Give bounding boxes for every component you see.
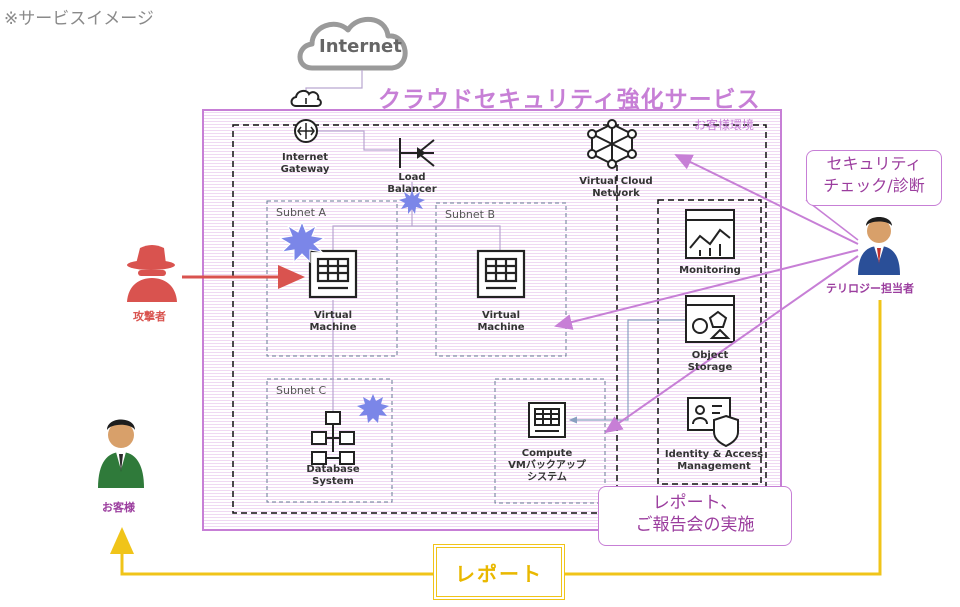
vm-b-label: Virtual Machine	[477, 310, 525, 333]
vcn-icon	[587, 119, 637, 169]
threat-burst-db-icon	[357, 394, 389, 423]
subnet-b-box	[435, 202, 567, 357]
operator-avatar	[858, 217, 900, 275]
compute-backup-label: Compute VMバックアップ システム	[508, 448, 586, 483]
check-arrow-vcn	[674, 154, 859, 245]
database-label: Database System	[306, 464, 360, 487]
load-balancer-icon	[399, 138, 435, 168]
environment-label: お客様環境	[694, 118, 755, 132]
vm-link	[332, 225, 501, 250]
attacker-icon	[127, 245, 177, 302]
operator-label: テリロジー担当者	[826, 282, 914, 295]
monitoring-icon	[685, 209, 735, 259]
attacker-label: 攻撃者	[133, 310, 166, 323]
database-icon	[311, 411, 355, 465]
service-image-note: ※サービスイメージ	[4, 9, 154, 29]
vm-a-icon	[308, 249, 358, 299]
monitoring-label: Monitoring	[679, 265, 741, 276]
services-panel	[657, 199, 762, 485]
report-box: レポート	[433, 544, 565, 600]
security-check-callout: セキュリティ チェック/診断	[806, 150, 942, 206]
iam-icon	[687, 397, 739, 448]
load-balancer-label: Load Balancer	[387, 172, 437, 195]
subnet-b-label: Subnet B	[445, 208, 496, 221]
compute-backup-icon	[528, 402, 566, 438]
check-arrow-backup	[604, 255, 859, 434]
threat-burst-large-icon	[278, 220, 326, 264]
vcn-label: Virtual Cloud Network	[579, 176, 653, 199]
gateway-lb-link	[318, 130, 398, 151]
object-storage-label: Object Storage	[687, 350, 733, 373]
report-meeting-callout: レポート、 ご報告会の実施	[598, 486, 792, 546]
internet-gateway-icon	[290, 89, 322, 143]
customer-label: お客様	[102, 501, 135, 514]
vm-a-label: Virtual Machine	[309, 310, 357, 333]
subnet-c-box	[266, 378, 393, 503]
check-arrow-vm	[554, 249, 859, 330]
internet-gateway-label: Internet Gateway	[280, 152, 330, 175]
vm-b-icon	[476, 249, 526, 299]
subnet-c-label: Subnet C	[276, 384, 327, 397]
threat-burst-lb-icon	[399, 190, 425, 214]
storage-backup-link	[568, 319, 690, 424]
service-title: クラウドセキュリティ強化サービス	[378, 87, 761, 113]
internet-cloud-icon	[297, 16, 408, 71]
subnet-a-label: Subnet A	[276, 206, 327, 219]
iam-label: Identity & Access Management	[664, 449, 764, 472]
backup-box	[494, 378, 606, 504]
customer-avatar	[98, 419, 144, 488]
internet-label: Internet	[319, 36, 402, 57]
callout-connector	[805, 199, 859, 241]
object-storage-icon	[685, 295, 735, 343]
